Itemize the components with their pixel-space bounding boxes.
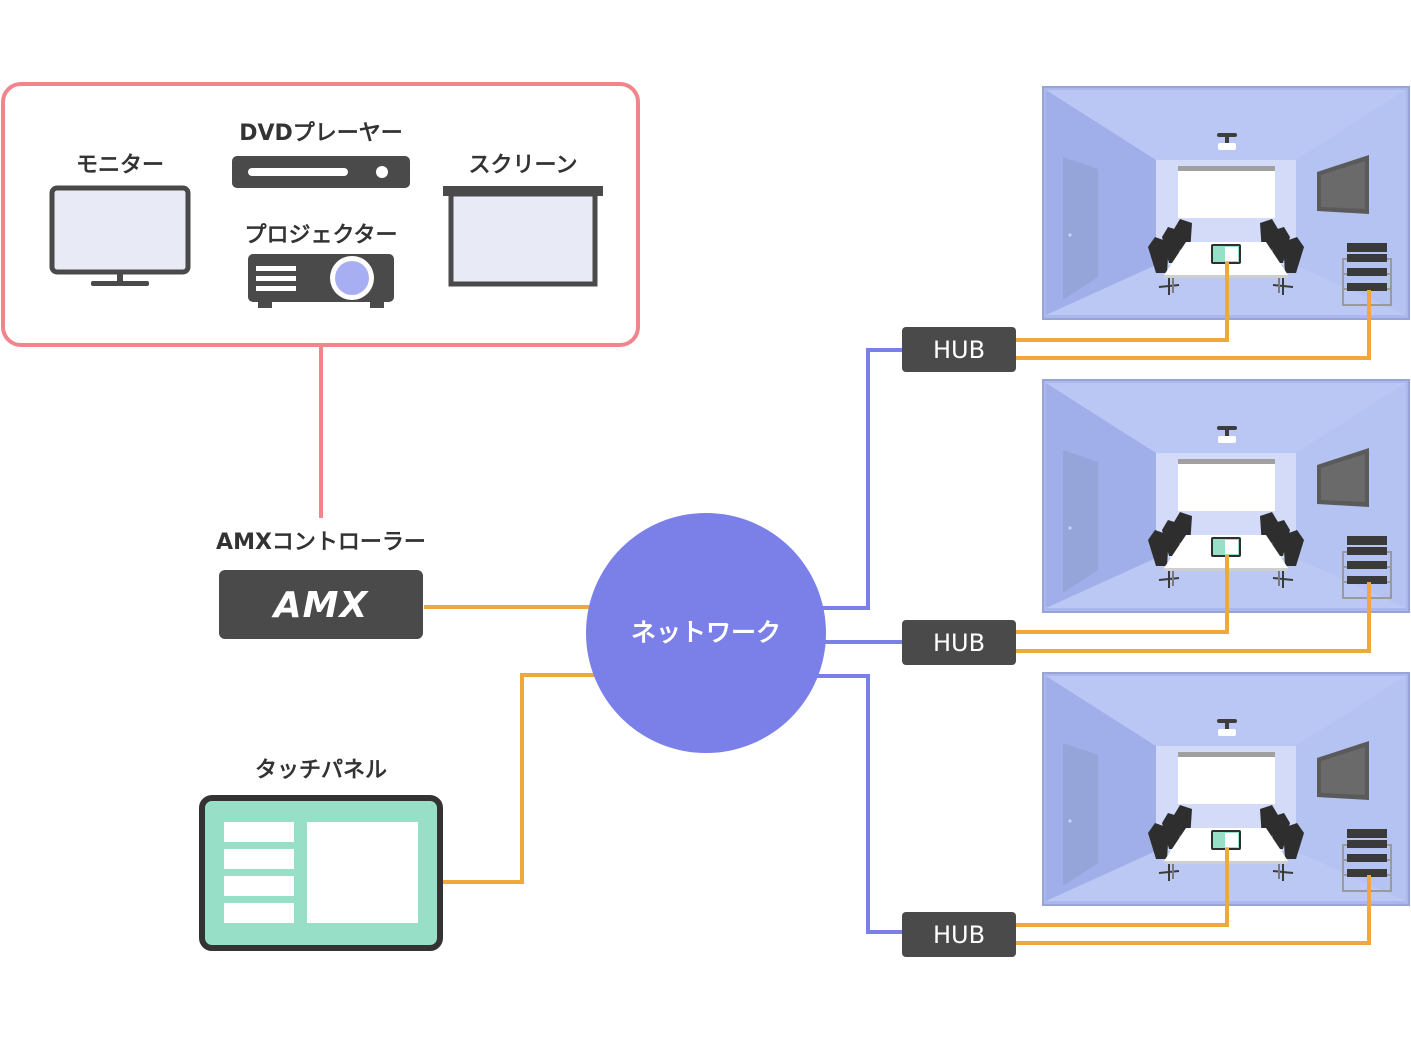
amx-controller-icon <box>219 570 423 639</box>
hub-label: HUB <box>933 336 985 364</box>
screen-icon <box>443 186 603 287</box>
projector-icon <box>248 254 394 308</box>
monitor-label: モニター <box>76 153 164 178</box>
hub-2: HUB <box>902 620 1016 665</box>
hub-1: HUB <box>902 327 1016 372</box>
monitor-icon <box>49 185 191 286</box>
dvd-player-icon <box>232 156 410 188</box>
touch-panel-label: タッチパネル <box>255 758 387 783</box>
hub-label: HUB <box>933 629 985 657</box>
projector-label: プロジェクター <box>244 223 397 248</box>
amx-logo: AMX <box>271 585 370 626</box>
network-label: ネットワーク <box>631 618 781 647</box>
dvd-player-label: DVDプレーヤー <box>239 121 403 146</box>
hub-label: HUB <box>933 921 985 949</box>
hub-3: HUB <box>902 912 1016 957</box>
network-hub3-cable <box>815 674 905 934</box>
screen-label: スクリーン <box>469 153 578 178</box>
network-hub1-cable <box>818 348 905 610</box>
network-node <box>586 513 826 753</box>
room-cable-drops <box>1225 262 1371 943</box>
touchpanel-network-cable <box>442 673 596 884</box>
touch-panel-icon <box>199 795 443 951</box>
amx-controller-label: AMXコントローラー <box>216 530 426 555</box>
